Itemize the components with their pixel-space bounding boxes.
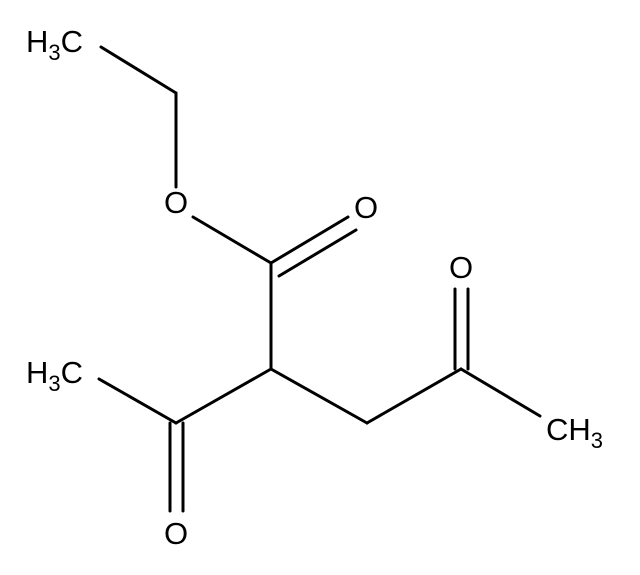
ketone-methyl-label: CH3 [546, 412, 603, 453]
bond-ester-double-2 [277, 228, 358, 278]
bonds [97, 45, 542, 513]
bond-ketone-ch3 [459, 367, 542, 418]
ester-carbonyl-oxygen-label: O [354, 190, 378, 225]
bond-ch2-ketone-c [365, 367, 463, 425]
acetyl-methyl-label: H3C [26, 355, 83, 396]
bond-ester-double-1 [269, 215, 350, 265]
ester-oxygen-label: O [164, 185, 188, 220]
ethyl-ch3-label: H3C [26, 24, 83, 65]
bond-alpha-acetyl-c [174, 367, 273, 425]
bond-alpha-ch2 [269, 367, 369, 425]
bond-acetyl-ch3 [97, 377, 178, 425]
bond-o-carbonyl-c [191, 215, 273, 265]
bond-ethyl-ch3-ch2 [99, 45, 178, 95]
ketone-oxygen-label: O [449, 250, 473, 285]
acetyl-oxygen-label: O [164, 516, 188, 551]
